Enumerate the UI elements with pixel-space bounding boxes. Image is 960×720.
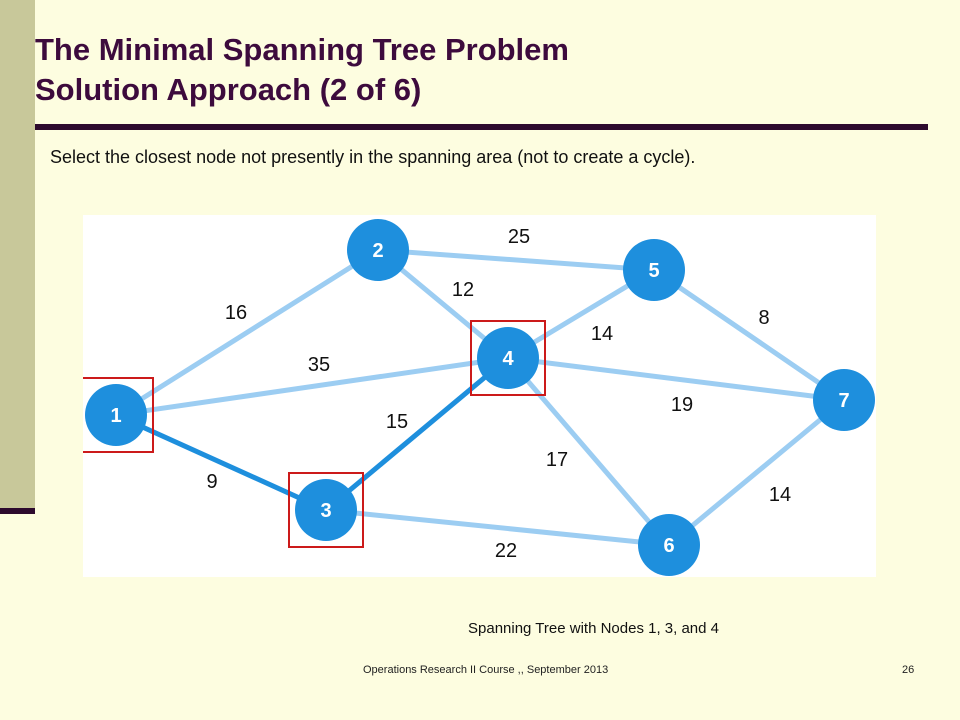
title-line-1: The Minimal Spanning Tree Problem (35, 32, 569, 67)
node-circle-3 (295, 479, 357, 541)
node-circle-1 (85, 384, 147, 446)
node-label-2: 2 (372, 240, 383, 262)
edge-5-7 (651, 267, 847, 403)
page-title: The Minimal Spanning Tree Problem Soluti… (35, 30, 569, 110)
edge-1-4 (113, 355, 511, 418)
node-2: 2 (347, 219, 409, 281)
highlight-box-node-1 (83, 377, 154, 453)
edges-layer (113, 247, 847, 548)
node-circle-4 (477, 327, 539, 389)
node-label-1: 1 (110, 405, 121, 427)
edge-weight-3-6: 22 (495, 540, 517, 562)
node-circle-7 (813, 369, 875, 431)
title-divider (35, 124, 928, 130)
edge-weight-1-2: 16 (225, 302, 247, 324)
edge-weight-6-7: 14 (769, 484, 791, 506)
edge-6-7 (666, 397, 847, 548)
edge-1-2 (113, 247, 381, 418)
edge-3-4 (323, 355, 511, 513)
highlight-boxes-layer (83, 320, 546, 548)
page-number: 26 (902, 664, 915, 676)
edge-weight-5-7: 8 (758, 307, 769, 329)
node-6: 6 (638, 514, 700, 576)
highlight-box-node-4 (470, 320, 546, 396)
edge-weight-4-6: 17 (546, 449, 568, 471)
edge-2-5 (375, 247, 657, 273)
title-line-2: Solution Approach (2 of 6) (35, 72, 422, 107)
edge-weight-2-5: 25 (508, 226, 530, 248)
left-accent-tick (0, 508, 35, 514)
edge-4-6 (505, 355, 672, 548)
edge-weight-3-4: 15 (386, 411, 408, 433)
node-circle-5 (623, 239, 685, 301)
node-1: 1 (85, 384, 147, 446)
node-label-5: 5 (648, 260, 659, 282)
node-4: 4 (477, 327, 539, 389)
highlight-box-node-3 (288, 472, 364, 548)
edge-3-6 (323, 507, 672, 548)
edge-1-3 (113, 412, 329, 513)
edge-weight-1-3: 9 (206, 471, 217, 493)
node-label-4: 4 (502, 348, 514, 370)
node-circle-2 (347, 219, 409, 281)
node-3: 3 (295, 479, 357, 541)
edge-4-7 (505, 355, 847, 403)
node-7: 7 (813, 369, 875, 431)
edge-weight-4-7: 19 (671, 394, 693, 416)
edge-weight-2-4: 12 (452, 279, 474, 301)
edge-weight-1-4: 35 (308, 354, 330, 376)
left-accent-bar (0, 0, 35, 508)
node-circle-6 (638, 514, 700, 576)
slide-subtitle: Select the closest node not presently in… (50, 147, 696, 167)
diagram-caption: Spanning Tree with Nodes 1, 3, and 4 (468, 620, 720, 637)
edge-weight-4-5: 14 (591, 323, 613, 345)
node-label-3: 3 (320, 500, 331, 522)
node-label-7: 7 (838, 390, 849, 412)
node-5: 5 (623, 239, 685, 301)
footer-course-text: Operations Research II Course ,, Septemb… (363, 664, 609, 676)
node-label-6: 6 (663, 535, 674, 557)
